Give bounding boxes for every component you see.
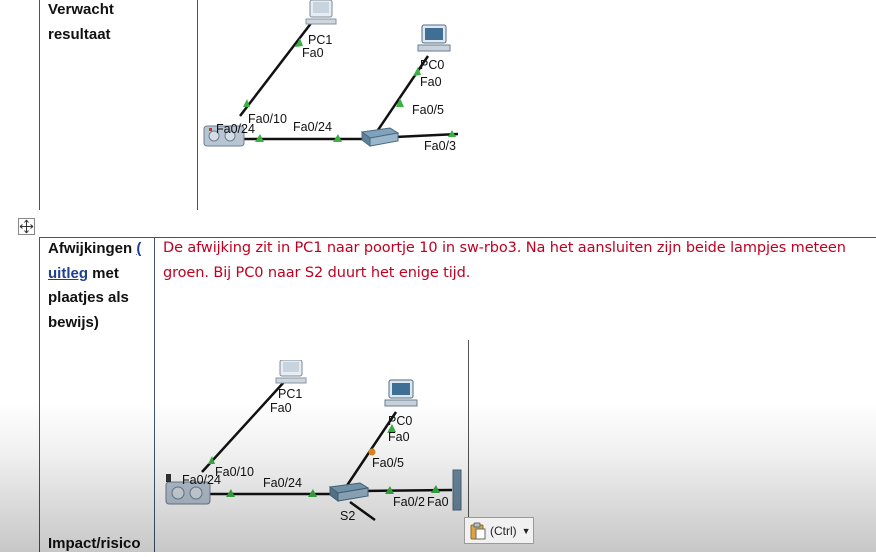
sw-port-pc-label: Fa0/10	[215, 465, 254, 479]
actual-topology-diagram: PC1 Fa0 PC0 Fa0 Fa0/5 Fa0/10 Fa0/24 Fa0/…	[165, 360, 462, 523]
impact-risk-label: Impact/risico	[48, 535, 141, 552]
link-pc1-switch	[201, 381, 285, 473]
link-light	[396, 98, 404, 107]
link-light	[431, 485, 440, 493]
link-uplink-label: Fa0/24	[263, 476, 302, 490]
pc1-port-label: Fa0	[270, 401, 292, 415]
link-pc0-s2	[376, 55, 430, 131]
table-border-mid-lower	[154, 237, 155, 552]
s2-port-right-label: Fa0/3	[424, 139, 456, 153]
table-border-mid	[197, 0, 198, 210]
s2-port-pc-label: Fa0/5	[372, 456, 404, 470]
deviations-label: Afwijkingen ( uitleg met plaatjes als be…	[48, 240, 142, 331]
pc0-port-label: Fa0	[388, 430, 410, 444]
link-light	[385, 486, 394, 494]
link-light	[208, 456, 215, 464]
paste-options-button[interactable]: (Ctrl) ▼	[464, 517, 534, 544]
table-row-divider	[39, 237, 876, 238]
sw-rbo3-switch-icon	[203, 125, 245, 147]
link-light	[226, 489, 235, 497]
pc0-name-label: PC0	[388, 414, 412, 428]
link-s2-down	[349, 500, 376, 522]
explanation-link-open[interactable]: (	[136, 240, 142, 257]
table-border-left-lower	[39, 237, 40, 552]
pc0-name-label: PC0	[420, 58, 444, 72]
s2-switch-icon	[328, 482, 370, 502]
sw-port-pc-label: Fa0/10	[248, 112, 287, 126]
pc1-computer-icon	[275, 360, 307, 384]
link-light	[308, 489, 317, 497]
deviation-description: De afwijking zit in PC1 naar poortje 10 …	[163, 240, 846, 281]
explanation-link[interactable]: uitleg	[48, 264, 88, 282]
link-pc1-switch	[239, 21, 313, 117]
pc1-name-label: PC1	[278, 387, 302, 401]
pc1-computer-icon	[305, 0, 337, 25]
link-light	[243, 99, 250, 107]
sw-rbo3-switch-icon	[165, 474, 211, 505]
link-s2-right	[394, 132, 459, 139]
link-light	[448, 130, 456, 137]
link-light	[387, 424, 396, 433]
pc0-computer-icon	[384, 379, 418, 407]
clipboard-icon	[470, 522, 486, 539]
sw-port-uplink-label: Fa0/24	[216, 122, 255, 136]
pc1-port-label: Fa0	[302, 46, 324, 60]
table-border-left	[39, 0, 40, 210]
link-uplink-label: Fa0/24	[293, 120, 332, 134]
link-light	[413, 67, 421, 76]
s2-name-label: S2	[340, 509, 355, 523]
pc0-computer-icon	[417, 24, 451, 52]
image-edge-line	[468, 340, 469, 518]
s2-switch-icon	[360, 127, 400, 147]
link-light-pending	[368, 448, 376, 456]
link-light	[333, 134, 342, 142]
paste-options-label: (Ctrl)	[490, 523, 517, 538]
s2-port-right-label: Fa0/2	[393, 495, 425, 509]
expected-result-label: Verwacht resultaat	[48, 1, 114, 43]
right-device-port-label: Fa0	[427, 495, 449, 509]
move-icon	[19, 219, 34, 234]
link-light	[295, 38, 303, 47]
pc0-port-label: Fa0	[420, 75, 442, 89]
sw-port-uplink-label: Fa0/24	[182, 473, 221, 487]
expected-topology-diagram: PC1 Fa0 PC0 Fa0 Fa0/10 Fa0/24 Fa0/24 Fa0…	[203, 0, 459, 153]
link-light	[255, 134, 264, 142]
table-move-handle[interactable]	[18, 218, 35, 235]
pc1-name-label: PC1	[308, 33, 332, 47]
right-device-icon	[452, 469, 462, 511]
s2-port-pc-label: Fa0/5	[412, 103, 444, 117]
chevron-down-icon[interactable]: ▼	[521, 525, 531, 536]
